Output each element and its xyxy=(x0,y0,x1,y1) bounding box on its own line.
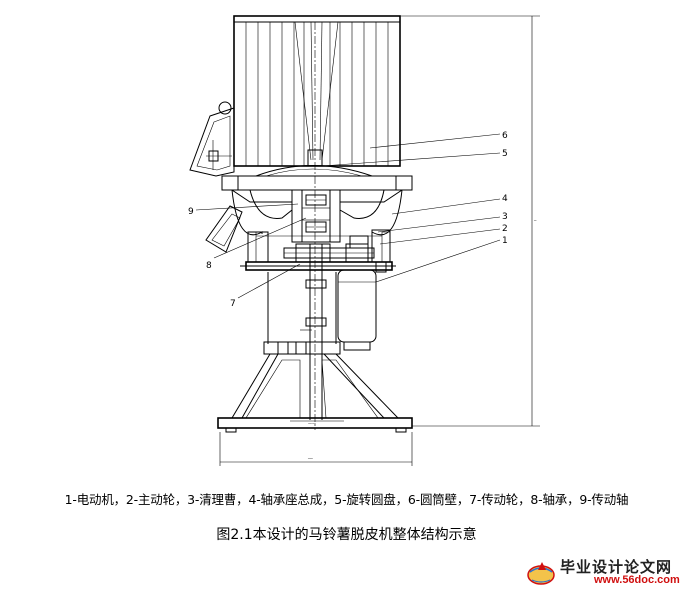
cylinder-wall xyxy=(233,15,401,167)
drive-belt xyxy=(283,243,375,263)
bearing-housing xyxy=(291,189,341,243)
part-legend: 1-电动机，2-主动轮，3-清理曹，4-轴承座总成，5-旋转圆盘，6-圆筒壁，7… xyxy=(64,492,629,507)
dimension-lines: ─ ── xyxy=(219,15,540,466)
part-label-2: 2 xyxy=(502,224,508,234)
part-label-3: 3 xyxy=(502,212,508,222)
part-label-7: 7 xyxy=(230,299,236,309)
part-label-4: 4 xyxy=(502,194,508,204)
watermark-title: 毕业设计论文网 xyxy=(560,558,673,576)
mechanical-drawing: —— ─ ── 6 5 4 3 2 1 9 8 7 xyxy=(188,15,540,466)
rotating-disc xyxy=(255,22,373,430)
figure-caption: 图2.1本设计的马铃薯脱皮机整体结构示意 xyxy=(216,527,477,543)
body-flange xyxy=(221,175,413,191)
part-label-6: 6 xyxy=(502,131,508,141)
part-label-5: 5 xyxy=(502,149,508,159)
svg-text:——: —— xyxy=(308,421,316,426)
leader-lines xyxy=(195,133,501,299)
watermark: 毕业设计论文网 www.56doc.com xyxy=(520,556,690,588)
svg-text:──: ── xyxy=(307,456,313,461)
part-label-8: 8 xyxy=(206,261,212,271)
stand-column xyxy=(263,244,341,420)
part-label-1: 1 xyxy=(502,236,508,246)
base-legs: —— xyxy=(217,353,413,433)
feed-hopper xyxy=(189,101,235,177)
part-label-9: 9 xyxy=(188,207,194,217)
part-labels: 6 5 4 3 2 1 9 8 7 xyxy=(188,131,508,309)
electric-motor xyxy=(337,235,387,351)
watermark-url: www.56doc.com xyxy=(594,574,680,586)
bowl-section xyxy=(205,189,404,253)
globe-logo-icon xyxy=(527,562,555,585)
lower-housing xyxy=(240,229,396,271)
svg-text:─: ─ xyxy=(533,218,537,223)
